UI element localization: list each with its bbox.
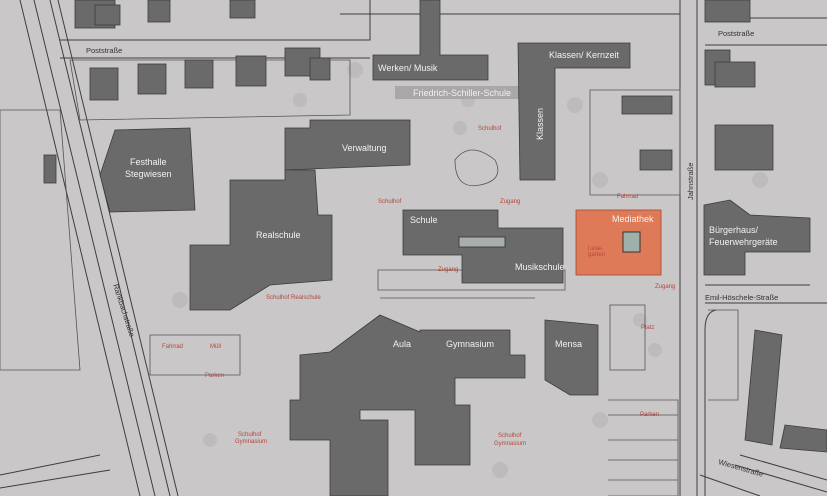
residential-buildings [43,0,827,453]
label-parken: Parken [205,373,224,379]
label-fahrrad: Fahrrad [617,194,638,200]
label-fahrrad: Fahrrad [162,344,183,350]
building-aula-gymnasium [289,314,526,496]
label-friedrich-schiller-schule: Friedrich-Schiller-Schule [413,88,511,98]
label-verwaltung: Verwaltung [342,143,387,153]
label-aula: Aula [393,339,411,349]
label-schule: Schule [410,215,438,225]
label-lesegarten: garten [588,252,605,258]
label-musikschule: Musikschule [515,262,565,272]
street-poststrasse: Poststraße [718,29,754,38]
label-gymnasium: Gymnasium [446,339,494,349]
building-werken-musik [372,0,489,81]
street-poststrasse: Poststraße [86,46,122,55]
label-realschule: Realschule [256,230,301,240]
label-zugang: Zugang [655,284,675,290]
label-mensa: Mensa [555,339,582,349]
label-feuerwehrgeraete: Feuerwehrgeräte [709,237,778,247]
label-parken: Parken [640,412,659,418]
label-zugang: Zugang [438,267,458,273]
label-zugang: Zugang [500,199,520,205]
building-friedrich-schiller [395,86,527,99]
label-werken-musik: Werken/ Musik [378,63,438,73]
label-stegwiesen: Stegwiesen [125,169,172,179]
label-platz: Platz [641,325,654,331]
label-schulhof-gymnasium: Gymnasium [235,439,267,445]
building-mediathek [575,209,662,276]
label-lesegarten: Lese- [588,246,603,252]
area-labels: Schulhof Schulhof Zugang Zugang Zugang F… [162,126,675,447]
label-schulhof-gymnasium: Schulhof [238,432,262,438]
label-mediathek: Mediathek [612,214,654,224]
label-festhalle: Festhalle [130,157,167,167]
school-buildings [99,0,811,496]
label-muell: Müll [210,344,221,350]
building-buergerhaus [703,199,811,276]
label-schulhof-gymnasium: Schulhof [498,433,522,439]
building-labels: Werken/ Musik Friedrich-Schiller-Schule … [125,50,778,349]
street-emil-hoeschele-strasse: Emil-Höschele-Straße [705,293,778,302]
building-klassen [517,42,631,181]
label-klassen: Klassen [535,108,545,140]
label-schulhof-realschule: Schulhof Realschule [266,295,321,301]
label-schulhof: Schulhof [478,126,502,132]
building-festhalle [99,127,196,213]
building-realschule [189,169,333,311]
label-schulhof-gymnasium: Gymnasium [494,441,526,447]
label-buergerhaus: Bürgerhaus/ [709,225,759,235]
label-schulhof-left: Schulhof [378,199,402,205]
label-klassen-kernzeit: Klassen/ Kernzeit [549,50,620,60]
building-mensa [544,319,599,396]
street-jahnstrasse: Jahnstraße [686,162,695,200]
